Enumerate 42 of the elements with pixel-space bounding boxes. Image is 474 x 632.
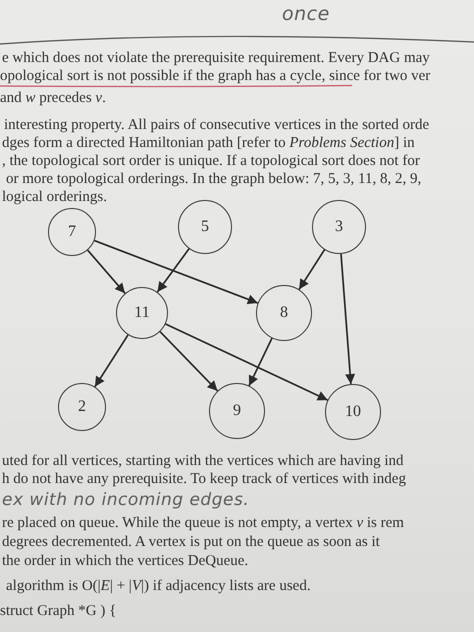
text-line: struct Graph *G ) {: [0, 603, 116, 620]
vertex-circle: [312, 200, 366, 254]
arrow: [94, 334, 129, 388]
text-line: , the topological sort order is unique. If a topological sort does not for: [2, 153, 420, 170]
vertex-label: 9: [233, 403, 241, 419]
vertex-label: 2: [78, 399, 86, 415]
arrow: [248, 338, 273, 386]
vertex-circle: [48, 208, 96, 256]
vertex-circle: [116, 287, 168, 339]
text-line: dges form a directed Hamiltonian path [refer to Problems Section] in: [2, 135, 415, 152]
text-line: degrees decremented. A vertex is put on the queue as soon as it: [2, 534, 380, 552]
vertex-circle: [256, 285, 312, 341]
text-line: the order in which the vertices DeQueue.: [2, 553, 248, 570]
text-line: algorithm is O(|E| + |V|) if adjacency lists are used.: [6, 578, 311, 596]
text-line: interesting property. All pairs of consecutive vertices in the sorted orde: [4, 117, 430, 134]
vertex-circle: [58, 383, 106, 431]
vertex-circle: [325, 384, 381, 440]
arrow: [298, 249, 326, 290]
vertex-label: 5: [201, 219, 209, 235]
vertex-label: 11: [134, 305, 150, 321]
text-line: uted for all vertices, starting with the vertices which are having ind: [2, 453, 404, 470]
text-line: e which does not violate the prerequisite requirement. Every DAG may: [2, 50, 430, 68]
text-line: opological sort is not possible if the graph has a cycle, since for two ver: [0, 68, 430, 86]
vertex-label: 8: [280, 305, 288, 321]
text-line: or more topological orderings. In the graph below: 7, 5, 3, 11, 8, 2, 9,: [6, 171, 422, 188]
arrow: [94, 240, 258, 304]
arrow: [160, 331, 218, 392]
vertex-circle: [178, 200, 232, 254]
arrow: [165, 323, 328, 401]
vertex-label: 7: [68, 224, 76, 240]
vertex-circle: [209, 383, 265, 439]
arrow: [156, 248, 190, 292]
vertex-label: 10: [345, 404, 361, 420]
arrow: [87, 250, 126, 294]
handwritten-note: ex with no incoming edges.: [2, 491, 250, 511]
arrow: [340, 254, 356, 384]
text-line: re placed on queue. While the queue is not empty, a vertex v is rem: [2, 515, 404, 532]
text-line: h do not have any prerequisite. To keep track of vertices with indeg: [2, 471, 406, 488]
vertex-label: 3: [335, 219, 343, 235]
handwritten-note: once: [282, 4, 330, 26]
text-line: logical orderings.: [2, 189, 107, 206]
text-line: and w precedes v.: [0, 90, 106, 108]
